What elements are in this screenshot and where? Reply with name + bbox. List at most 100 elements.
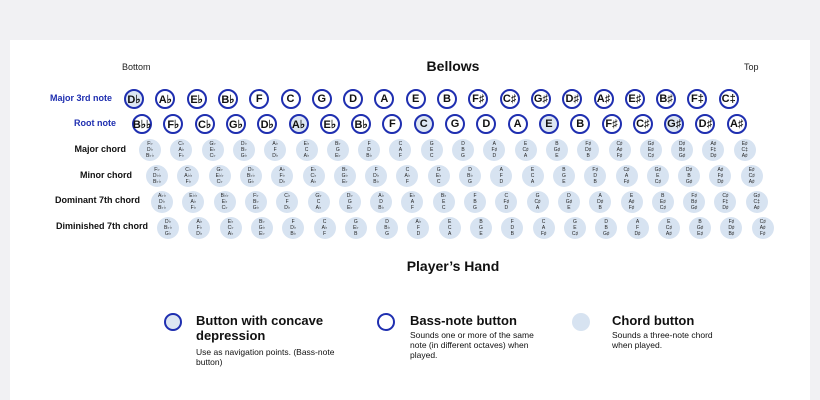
major-chord-button[interactable]: G♯E♯C♯ xyxy=(639,139,662,161)
major-chord-button[interactable]: C♭A♭F♭ xyxy=(170,139,193,161)
root-button[interactable]: G xyxy=(445,114,465,134)
major-chord-button[interactable]: D♭B♭G♭ xyxy=(232,139,255,161)
major3-button[interactable]: C♯ xyxy=(499,89,520,109)
root-button[interactable]: E♭ xyxy=(319,114,340,134)
root-button[interactable]: B xyxy=(570,114,591,134)
dim7-chord-button[interactable]: B♭G♭E♭ xyxy=(250,217,273,239)
root-button[interactable]: F xyxy=(382,114,403,134)
major3-button[interactable]: A xyxy=(374,89,395,109)
major3-button[interactable]: G♯ xyxy=(530,89,551,109)
root-button[interactable]: E xyxy=(538,114,559,134)
dom7-chord-button[interactable]: A♭♭D♭B♭♭ xyxy=(151,191,173,213)
root-button[interactable]: C xyxy=(413,114,434,134)
major3-button[interactable]: D♭ xyxy=(124,89,144,109)
root-button[interactable]: F♯ xyxy=(601,114,622,134)
major3-button[interactable]: B♯ xyxy=(656,89,677,109)
dim7-chord-button[interactable]: F♯D♯B♯ xyxy=(720,217,743,239)
major3-button[interactable]: F‡ xyxy=(687,89,708,109)
root-button[interactable]: F♭ xyxy=(163,114,184,134)
major3-button[interactable]: A♭ xyxy=(155,89,176,109)
minor-chord-button[interactable]: G♭E♭♭C♭ xyxy=(208,165,231,187)
dom7-chord-button[interactable]: C♯F‡D♯ xyxy=(714,191,737,213)
dom7-chord-button[interactable]: E♭♭A♭F♭ xyxy=(182,191,205,213)
dom7-chord-button[interactable]: F♯B♯G♯ xyxy=(683,191,706,213)
major-chord-button[interactable]: D♯B♯G♯ xyxy=(671,139,694,161)
major3-button[interactable]: F xyxy=(249,89,270,109)
major-chord-button[interactable]: A♯F‡D♯ xyxy=(702,139,725,161)
minor-chord-button[interactable]: D♭B♭♭G♭ xyxy=(239,165,262,187)
root-button[interactable]: D xyxy=(476,114,497,134)
major3-button[interactable]: B♭ xyxy=(217,89,238,109)
root-button[interactable]: A♯ xyxy=(726,114,747,134)
major3-button[interactable]: E xyxy=(405,89,426,109)
major-chord-button[interactable]: F♭D♭B♭♭ xyxy=(139,139,161,161)
major3-button[interactable]: F♯ xyxy=(468,89,489,109)
minor-chord-button[interactable]: A♯F♯D♯ xyxy=(709,165,732,187)
root-button[interactable]: A xyxy=(507,114,528,134)
major-chord-button[interactable]: F♯D♯B xyxy=(577,139,600,161)
root-button[interactable]: B♭ xyxy=(351,114,372,134)
root-button[interactable]: G♯ xyxy=(664,114,685,134)
root-button[interactable]: C♭ xyxy=(194,114,215,134)
major-chord-button[interactable]: C♯A♯F♯ xyxy=(608,139,631,161)
major3-button[interactable]: A♯ xyxy=(593,89,614,109)
dim7-chord-button[interactable]: E♭C♭A♭ xyxy=(219,217,242,239)
root-button[interactable]: D♯ xyxy=(695,114,716,134)
major3-button[interactable]: D♯ xyxy=(562,89,583,109)
root-button[interactable]: A♭ xyxy=(288,114,309,134)
dom7-chord-button[interactable]: B♭♭E♭C♭ xyxy=(213,191,236,213)
dom7-chord-button[interactable]: G♯C‡A♯ xyxy=(745,191,768,213)
minor-chord-button[interactable]: F♭D♭♭B♭♭ xyxy=(146,165,168,187)
dim7-chord-button[interactable]: C♯A♯F♯ xyxy=(751,217,774,239)
major3-button[interactable]: G xyxy=(311,89,332,109)
major3-button[interactable]: E♭ xyxy=(186,89,207,109)
minor-chord-button[interactable]: E♭C♭A♭ xyxy=(302,165,325,187)
root-button[interactable]: G♭ xyxy=(225,114,246,134)
root-button[interactable]: C♯ xyxy=(632,114,653,134)
major3-button[interactable]: C‡ xyxy=(718,89,739,109)
major-chord-button[interactable]: G♭E♭C♭ xyxy=(201,139,224,161)
major3-button[interactable]: E♯ xyxy=(624,89,645,109)
minor-chord-button[interactable]: B♭G♭E♭ xyxy=(333,165,356,187)
